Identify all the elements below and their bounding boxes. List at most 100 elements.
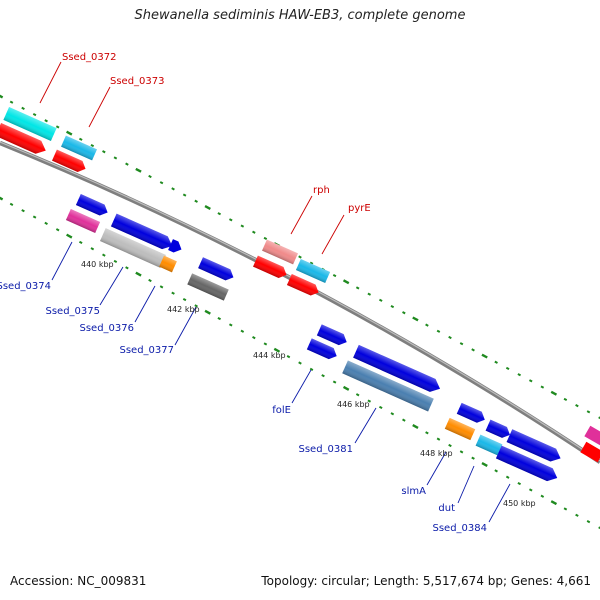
- inner-track-tick: [90, 247, 95, 251]
- outer-track-tick: [194, 199, 198, 203]
- gene-ssed-0372-red[interactable]: [0, 123, 49, 157]
- label-ssed-0384[interactable]: Ssed_0384: [432, 523, 487, 534]
- inner-track-tick: [575, 513, 579, 517]
- gene-dut-blue[interactable]: [485, 419, 513, 441]
- gene-pyre-red[interactable]: [286, 274, 321, 298]
- genome-backbone: [0, 140, 600, 464]
- label-dut[interactable]: dut: [438, 503, 455, 514]
- outer-track-tick: [402, 311, 406, 315]
- label-ssed-0372[interactable]: Ssed_0372: [62, 52, 117, 63]
- outer-track-tick: [171, 187, 175, 191]
- inner-track-tick: [66, 233, 73, 239]
- gene-fole[interactable]: [306, 338, 339, 361]
- gene-features: [0, 107, 600, 485]
- gene-ssed-0373-red[interactable]: [52, 149, 88, 175]
- gene-ssed-0375-blue[interactable]: [110, 213, 175, 253]
- outer-track-tick: [102, 150, 106, 154]
- outer-track-tick: [309, 261, 314, 265]
- gene-ssed-0375[interactable]: [100, 228, 166, 268]
- inner-track-tick: [217, 316, 222, 321]
- outer-track-tick: [182, 193, 187, 197]
- outer-track-tick: [332, 273, 337, 278]
- inner-track-tick: [402, 418, 406, 422]
- inner-track-tick: [378, 405, 383, 410]
- inner-track-tick: [240, 329, 245, 333]
- gene-ssed-0374[interactable]: [65, 209, 101, 233]
- label-ssed-0376[interactable]: Ssed_0376: [79, 323, 134, 334]
- outer-track-tick: [32, 112, 37, 117]
- inner-track-tick: [342, 385, 350, 391]
- gene-pyre[interactable]: [295, 259, 331, 283]
- gene-ssed-0381[interactable]: [342, 360, 434, 412]
- inner-track-tick: [159, 285, 164, 289]
- inner-track-tick: [204, 309, 211, 315]
- gene-ssed-0373[interactable]: [61, 135, 97, 161]
- outer-track-tick: [448, 335, 452, 340]
- inner-track-tick: [182, 297, 187, 302]
- gene-right-edge-magenta[interactable]: [584, 425, 600, 447]
- gene-fole-upper[interactable]: [316, 324, 349, 347]
- outer-track-tick: [378, 298, 383, 302]
- label-ssed-0374[interactable]: Ssed_0374: [0, 281, 51, 292]
- inner-track-tick: [528, 488, 533, 492]
- tick-label-444: 444 kbp: [253, 351, 286, 360]
- gene-rph[interactable]: [262, 239, 298, 265]
- outer-track-tick: [598, 416, 600, 420]
- inner-track-tick: [55, 228, 60, 232]
- gene-ssed-0377-blue[interactable]: [198, 257, 236, 283]
- inner-track-tick: [171, 291, 175, 295]
- outer-track-tick: [113, 156, 118, 160]
- label-ssed-0375[interactable]: Ssed_0375: [45, 306, 100, 317]
- label-ssed-0373[interactable]: Ssed_0373: [110, 76, 165, 87]
- gene-ssed-0372[interactable]: [3, 107, 57, 141]
- gene-labels: Ssed_0372 Ssed_0373 rph pyrE Ssed_0374 S…: [0, 52, 487, 534]
- gene-small-blue[interactable]: [168, 239, 184, 255]
- gene-ssed-0377[interactable]: [187, 273, 229, 301]
- outer-track-tick: [78, 137, 83, 141]
- outer-track-tick: [505, 366, 510, 371]
- inner-track-tick: [194, 304, 198, 308]
- gene-ssed-0384-blue[interactable]: [506, 429, 564, 465]
- tick-label-446: 446 kbp: [337, 400, 370, 409]
- outer-track-tick: [159, 181, 164, 185]
- inner-track-tick: [390, 412, 395, 416]
- gene-ssed-0374-blue[interactable]: [75, 194, 110, 218]
- outer-track-tick: [240, 224, 245, 228]
- inner-track-tick: [263, 342, 268, 346]
- gene-slma[interactable]: [444, 417, 476, 441]
- outer-track-tick: [9, 100, 14, 104]
- gene-ssed-0376[interactable]: [159, 255, 177, 273]
- inner-track-tick: [517, 481, 522, 486]
- tick-label-442: 442 kbp: [167, 305, 200, 314]
- gene-ssed-0381-blue[interactable]: [353, 344, 443, 395]
- inner-track-tick: [273, 347, 281, 353]
- label-fole[interactable]: folE: [272, 405, 291, 416]
- gene-slma-blue[interactable]: [456, 402, 487, 425]
- outer-track-tick: [90, 143, 95, 148]
- outer-track-tick: [125, 162, 129, 166]
- outer-track-tick: [217, 212, 222, 216]
- genome-summary-text: Topology: circular; Length: 5,517,674 bp…: [261, 574, 591, 588]
- tick-label-440: 440 kbp: [81, 260, 114, 269]
- outer-track-tick: [0, 93, 4, 99]
- outer-track-tick: [517, 373, 522, 377]
- outer-track-tick: [342, 279, 350, 285]
- gene-right-edge-red[interactable]: [580, 441, 600, 463]
- inner-track-tick: [586, 520, 591, 524]
- outer-track-tick: [586, 410, 591, 414]
- gene-rph-red[interactable]: [253, 255, 289, 281]
- gene-ssed-0384[interactable]: [495, 445, 560, 485]
- outer-track-tick: [263, 236, 268, 241]
- label-pyre[interactable]: pyrE: [348, 203, 371, 214]
- label-ssed-0381[interactable]: Ssed_0381: [298, 444, 353, 455]
- inner-track-tick: [459, 450, 464, 454]
- inner-track-tick: [298, 361, 302, 365]
- label-ssed-0377[interactable]: Ssed_0377: [119, 345, 174, 356]
- label-slma[interactable]: slmA: [401, 486, 426, 497]
- label-rph[interactable]: rph: [313, 185, 330, 196]
- outer-track-tick: [55, 125, 60, 129]
- inner-track-tick: [540, 494, 545, 498]
- inner-track-tick: [367, 399, 372, 403]
- outer-track-tick: [575, 404, 579, 408]
- gene-dut[interactable]: [475, 434, 503, 456]
